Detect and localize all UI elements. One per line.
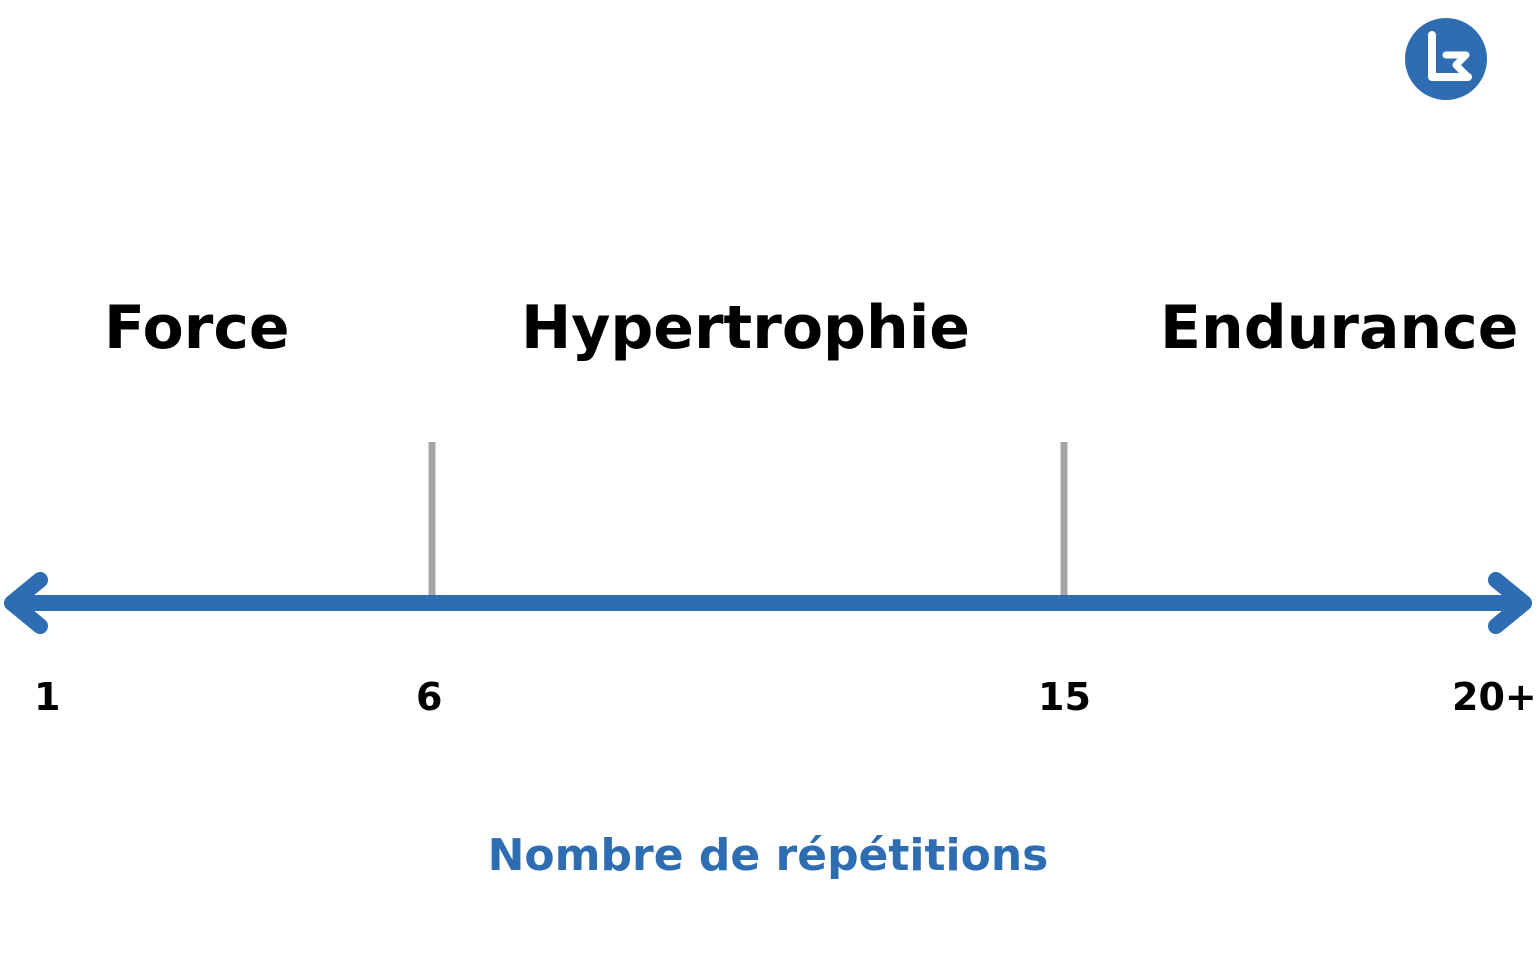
zone-label-endurance: Endurance [1160, 293, 1519, 363]
tick-label-20-plus: 20+ [1452, 675, 1536, 719]
zone-label-hypertrophie: Hypertrophie [521, 293, 970, 363]
right-arrowhead [1488, 572, 1532, 634]
tick-label-6: 6 [416, 675, 443, 719]
brand-logo-icon [1404, 17, 1488, 101]
zone-label-force: Force [104, 293, 290, 363]
tick-label-1: 1 [34, 675, 61, 719]
tick-label-15: 15 [1038, 675, 1091, 719]
axis-title: Nombre de répétitions [487, 830, 1049, 881]
left-arrowhead [4, 572, 48, 634]
